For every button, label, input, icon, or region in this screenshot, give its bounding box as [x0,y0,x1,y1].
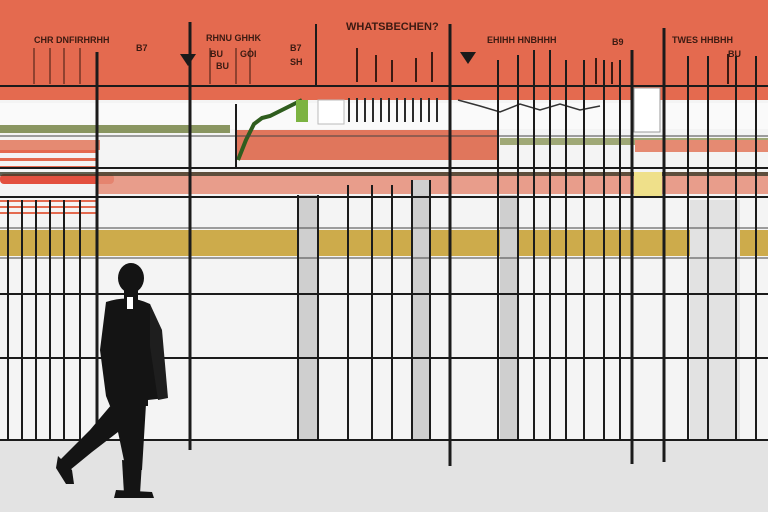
green-shelf-strip-right [500,138,768,145]
panel-number: GOI [240,49,257,59]
panel-number: B7 [290,43,302,53]
salmon-band [98,172,768,194]
panel-number: B7 [136,43,148,53]
salmon-strip-right [635,140,768,152]
panel-label: EHIHH HNBHHH [487,35,557,45]
salmon-block [235,130,497,160]
panel-number: SH [290,57,303,67]
horizontal-grid [0,85,768,441]
bar-sparkline [348,98,438,122]
panel-label: RHNU GHHK [206,33,261,43]
down-arrow-icon [460,52,476,64]
white-card-right [633,87,661,133]
businessman-walking-silhouette [56,263,168,498]
floor [0,440,768,512]
red-band-ticks-left [33,48,251,84]
panel-label: CHR DNFIRHRHH [34,35,110,45]
panel-number: BU [728,49,741,59]
line-chart-sketch [236,98,303,161]
gray-panels [298,180,740,440]
yellow-block [634,172,662,196]
green-marker [296,100,308,122]
vertical-grid-main [95,22,666,466]
panel-label: TWES HHBHH [672,35,733,45]
white-card [317,99,345,125]
red-band-ticks [356,48,729,84]
thin-horizontal-grid [0,135,768,259]
line-chart-sketch-right [457,99,601,113]
panel-number: BU [216,61,229,71]
salmon-strip-left [0,140,100,150]
panel-heading: WHATSBECHEN? [346,21,439,33]
vertical-grid-thin [235,24,757,440]
dark-olive-band [0,172,768,176]
down-arrow-icon [180,54,196,66]
vertical-bars-left [7,200,81,440]
panel-number: BU [210,49,223,59]
gold-band [0,230,768,256]
panel-number: B9 [612,37,624,47]
green-shelf-strip [0,125,230,133]
